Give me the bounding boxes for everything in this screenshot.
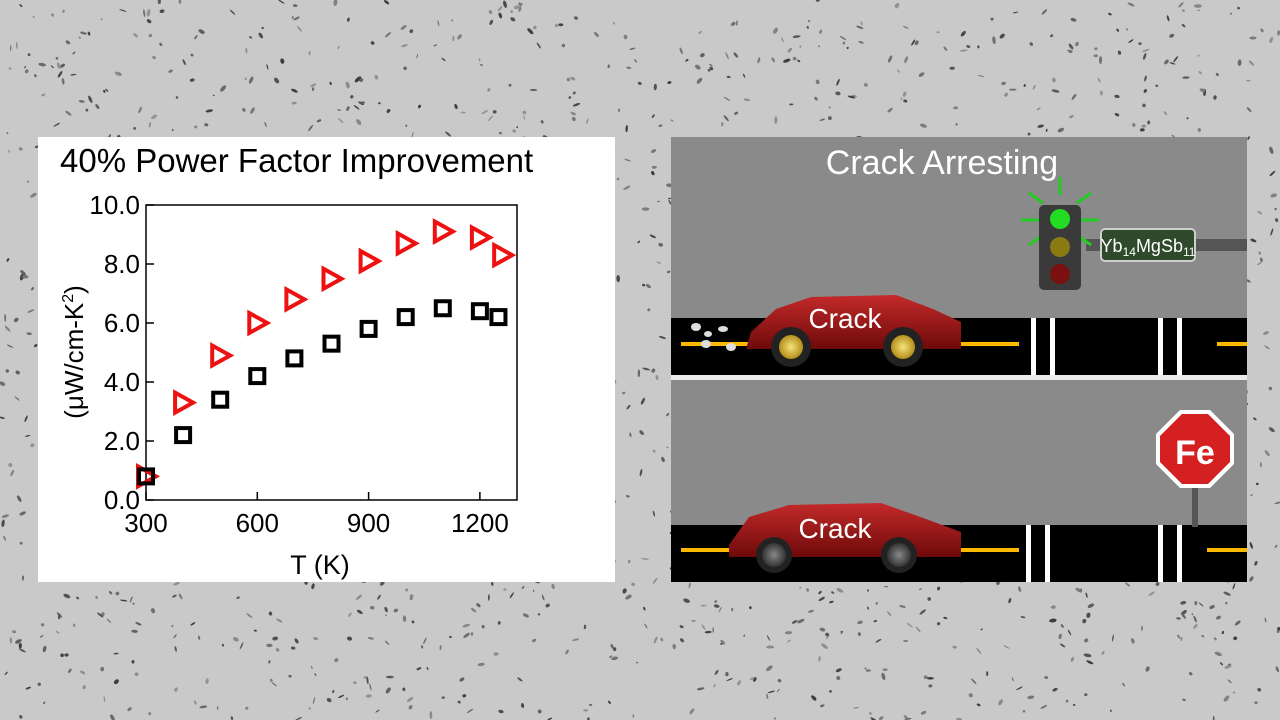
y-tick-label: 2.0 — [104, 426, 140, 456]
lane-marking — [954, 342, 1019, 346]
plot-frame — [145, 204, 518, 501]
triangle-point — [358, 247, 383, 275]
crack-car-top: Crack — [746, 295, 961, 367]
y-tick-label: 6.0 — [104, 308, 140, 338]
y-tick-label: 8.0 — [104, 249, 140, 279]
triangle-point — [173, 389, 198, 417]
square-point — [137, 467, 155, 486]
y-axis-label-close: ) — [59, 285, 89, 294]
x-tick-label: 600 — [236, 508, 279, 538]
square-point — [211, 390, 230, 409]
crosswalk-line — [1177, 525, 1182, 582]
green-light-icon — [1050, 209, 1070, 229]
lane-marking — [954, 548, 1019, 552]
scene-illustration: Crack Arresting Yb14MgSb11 — [671, 144, 1247, 582]
crosswalk-line — [1026, 525, 1031, 582]
car-bottom-label: Crack — [798, 513, 872, 544]
square-point — [359, 319, 378, 338]
lane-marking — [1217, 342, 1247, 346]
crosswalk-line — [1031, 318, 1036, 375]
x-tick-label: 900 — [347, 508, 390, 538]
triangle-point — [247, 309, 272, 337]
power-factor-chart: 40% Power Factor Improvement 300 600 900 12… — [59, 142, 533, 580]
square-point — [248, 367, 267, 386]
crack-car-bottom: Crack — [729, 503, 961, 573]
y-axis-label-main: (μW/cm-K — [59, 302, 89, 419]
x-axis-label: T (K) — [290, 550, 350, 580]
x-tick-label: 300 — [124, 508, 167, 538]
street-sign — [1100, 228, 1196, 262]
triangle-point — [321, 265, 346, 293]
crack-debris — [691, 323, 736, 351]
chart-title: 40% Power Factor Improvement — [60, 142, 533, 179]
crosswalk-line — [1050, 318, 1055, 375]
crosswalk-line — [1177, 318, 1182, 375]
triangle-point — [284, 286, 309, 313]
x-tick-label: 1200 — [451, 508, 509, 538]
triangle-point — [210, 342, 235, 369]
stop-sign-face — [1160, 414, 1230, 484]
square-point — [322, 334, 341, 353]
crosswalk-line — [1045, 525, 1050, 582]
y-tick-label: 4.0 — [104, 367, 140, 397]
stop-sign-label: Fe — [1175, 434, 1215, 472]
chart-panel: 40% Power Factor Improvement 300 600 900 12… — [38, 137, 615, 582]
square-point — [396, 308, 415, 327]
square-point — [489, 308, 508, 327]
scene-title: Crack Arresting — [826, 144, 1058, 182]
street-sign-label: Yb14MgSb11 — [1101, 236, 1196, 259]
crosswalk-line — [1158, 525, 1163, 582]
stop-sign-pole — [1192, 472, 1198, 527]
data-marks — [136, 218, 517, 490]
y-axis-label: (μW/cm-K2) — [59, 285, 89, 419]
crack-arresting-scene: Crack Arresting Yb14MgSb11 — [671, 137, 1247, 582]
triangle-point — [432, 218, 457, 245]
crosswalk-line — [1158, 318, 1163, 375]
y-axis-label-superscript: 2 — [60, 294, 77, 303]
car-top-label: Crack — [808, 303, 882, 334]
lane-marking — [681, 548, 751, 552]
road-divider — [671, 375, 1247, 380]
y-tick-label: 0.0 — [104, 485, 140, 515]
triangle-point — [492, 241, 517, 269]
yellow-light-icon — [1050, 237, 1070, 257]
square-point — [174, 426, 193, 445]
triangle-point — [469, 224, 495, 251]
square-point — [433, 299, 452, 318]
lane-marking — [1207, 548, 1247, 552]
axis-ticks: 300 600 900 1200 0.0 2.0 4.0 6.0 8.0 10.0 — [89, 190, 508, 538]
square-point — [470, 302, 489, 321]
red-light-icon — [1050, 264, 1070, 284]
square-point — [285, 349, 304, 368]
lane-marking — [681, 342, 751, 346]
y-tick-label: 10.0 — [89, 190, 140, 220]
triangle-point — [395, 229, 420, 257]
